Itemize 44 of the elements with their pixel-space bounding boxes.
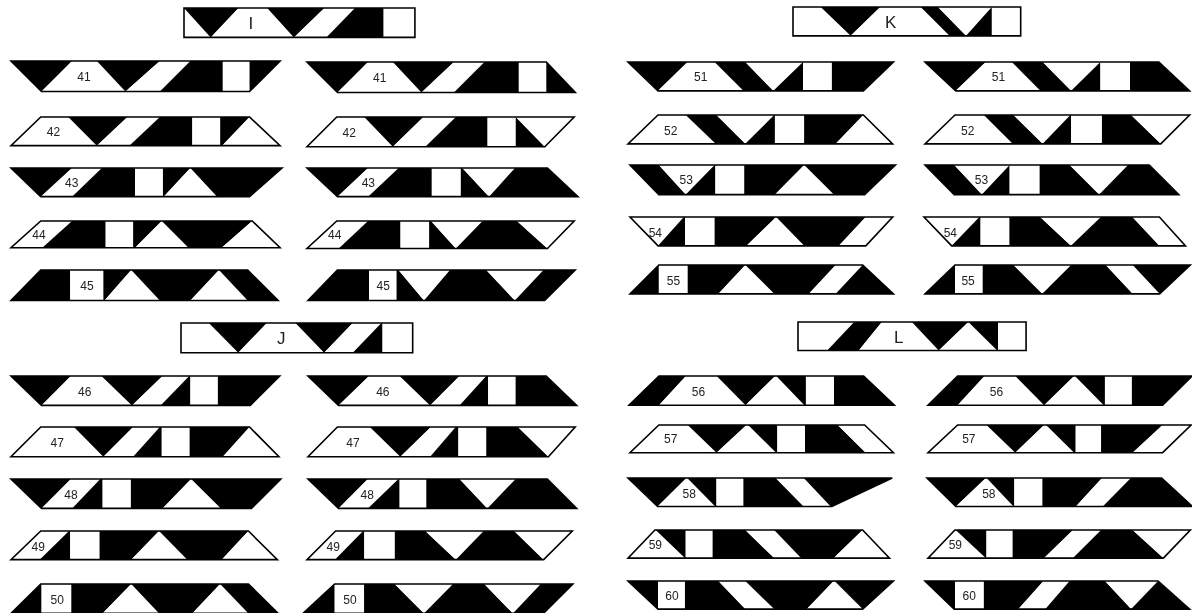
- strip-number: 51: [991, 70, 1006, 83]
- strip-number: 60: [962, 590, 976, 603]
- strip-number: 55: [666, 274, 681, 287]
- strip-number: 46: [376, 385, 390, 398]
- strip-number: 58: [682, 487, 696, 500]
- strip-number: 50: [50, 593, 64, 606]
- strip-number: 45: [80, 280, 94, 293]
- strip-number: 60: [665, 590, 679, 603]
- strip-number: 50: [343, 593, 357, 606]
- strip-number: 55: [961, 274, 975, 287]
- strip-number: 42: [342, 127, 356, 140]
- strip-number: 59: [948, 539, 963, 552]
- strip-number: 41: [373, 72, 387, 85]
- strip-number: 58: [982, 487, 996, 500]
- strip-number: 42: [46, 126, 61, 139]
- strip-number: 49: [326, 540, 340, 553]
- strip-number: 53: [974, 174, 989, 187]
- strip-number: 47: [346, 437, 360, 450]
- header-letter: J: [277, 329, 286, 347]
- strip-number: 56: [691, 385, 706, 398]
- strip-number: 43: [361, 177, 375, 190]
- strip-number: 46: [78, 385, 92, 398]
- strip-number: 59: [648, 539, 663, 552]
- strip-number: 44: [328, 229, 342, 242]
- strip-number: 49: [31, 540, 45, 553]
- strip-number: 54: [648, 226, 663, 239]
- strip-number: 53: [679, 174, 693, 187]
- strip-number: 44: [32, 228, 46, 241]
- header-letter: L: [894, 328, 904, 346]
- strip-number: 45: [376, 280, 390, 293]
- strip-number: 52: [961, 124, 975, 137]
- strip-number: 51: [694, 70, 708, 83]
- strip-number: 41: [77, 71, 91, 84]
- strip-number: 43: [65, 177, 79, 190]
- strip-number: 56: [989, 385, 1004, 398]
- strip-number: 57: [664, 433, 678, 446]
- strip-number: 47: [50, 437, 64, 450]
- strip-number: 52: [664, 124, 678, 137]
- strip-number: 48: [360, 488, 374, 501]
- strip-number: 54: [943, 226, 958, 239]
- strip-number: 48: [64, 488, 78, 501]
- header-letter: I: [248, 14, 254, 32]
- strip-number: 57: [962, 433, 976, 446]
- header-letter: K: [885, 13, 897, 31]
